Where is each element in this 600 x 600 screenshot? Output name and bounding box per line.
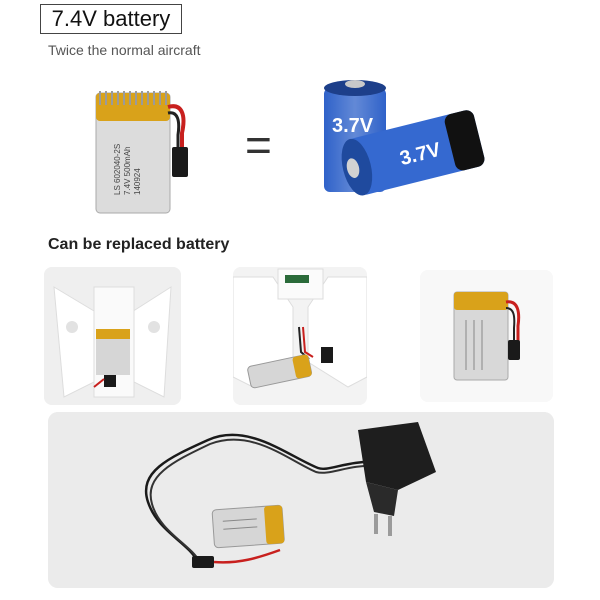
cell-voltage-back: 3.7V: [332, 115, 374, 137]
battery-label-line-2: 7.4V 500mAh: [123, 147, 132, 195]
charger-photo: [48, 412, 554, 588]
battery-closeup-photo: [420, 270, 553, 402]
product-title-box: 7.4V battery: [40, 4, 182, 34]
lipo-battery-image: LS 602040-2S 7.4V 500mAh 140924: [95, 91, 188, 214]
product-subtitle: Twice the normal aircraft: [48, 42, 201, 58]
two-cells-image: 3.7V 3.7V: [324, 80, 485, 196]
drone-battery-slot-photo: [44, 267, 181, 405]
equals-sign: =: [245, 119, 272, 171]
charger-body: [358, 422, 436, 536]
battery-label-line-3: 140924: [133, 168, 142, 195]
battery-label-line-1: LS 602040-2S: [113, 144, 122, 195]
battery-removed-photo: [233, 267, 367, 405]
replacement-heading: Can be replaced battery: [48, 236, 230, 253]
product-title: 7.4V battery: [51, 6, 171, 31]
